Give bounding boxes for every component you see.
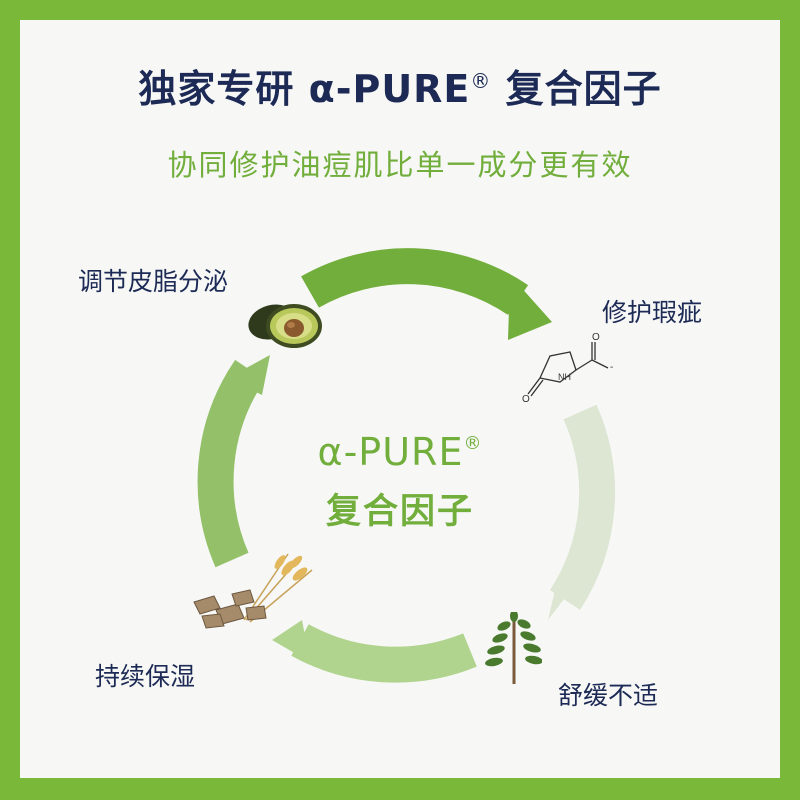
wheat-icon <box>188 550 324 630</box>
center-subtitle: 复合因子 <box>0 483 800 534</box>
molecule-nh: NH <box>558 372 571 382</box>
molecule-charge: - <box>610 362 613 373</box>
benefit-label-soothe: 舒缓不适 <box>558 676 658 712</box>
center-title: α-PURE® <box>0 430 800 474</box>
avocado-icon <box>244 292 328 356</box>
benefit-label-sebum: 调节皮脂分泌 <box>78 262 228 298</box>
molecule-o-bottom: O <box>522 394 530 402</box>
molecule-o-top: O <box>592 332 600 343</box>
herb-icon <box>478 612 542 688</box>
molecule-icon: O O NH - <box>520 328 620 402</box>
benefit-label-repair: 修护瑕疵 <box>602 293 702 329</box>
arc-top <box>310 266 518 300</box>
arc-bottom <box>300 640 470 665</box>
benefit-label-moisture: 持续保湿 <box>95 657 195 693</box>
